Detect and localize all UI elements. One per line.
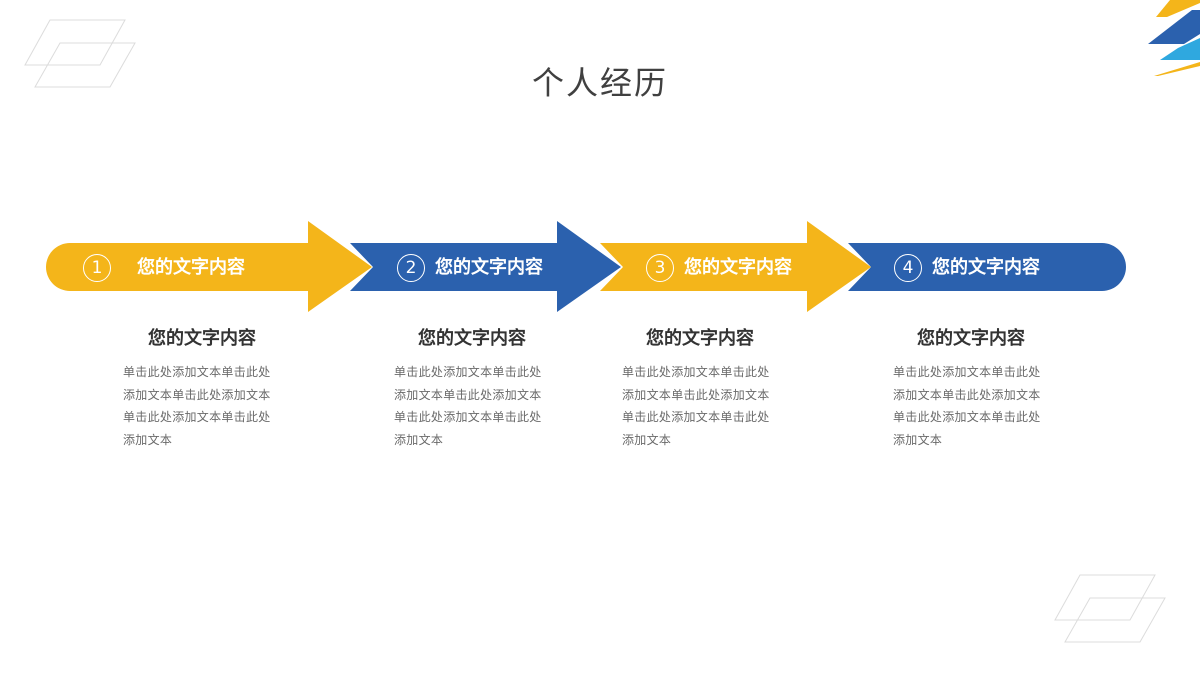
step-4-label-text: 您的文字内容 — [932, 257, 1040, 278]
step-1-number-circle: 1 — [83, 254, 111, 282]
step-1-desc-line: 单击此处添加文本单击此处 — [123, 365, 271, 379]
step-3-description: 单击此处添加文本单击此处 添加文本单击此处添加文本 单击此处添加文本单击此处 添… — [622, 361, 782, 451]
step-3-desc-line: 添加文本单击此处添加文本 — [622, 387, 770, 402]
step-3-desc-line: 添加文本 — [622, 432, 672, 447]
arrow-step-3 — [600, 221, 871, 312]
step-2-label-text: 您的文字内容 — [435, 257, 543, 278]
step-3-heading: 您的文字内容 — [646, 328, 754, 349]
step-1-heading: 您的文字内容 — [148, 328, 256, 349]
step-4-desc-line: 单击此处添加文本单击此处 — [893, 365, 1041, 379]
step-2-desc-line: 单击此处添加文本单击此处 — [394, 365, 542, 379]
step-2-description: 单击此处添加文本单击此处 添加文本单击此处添加文本 单击此处添加文本单击此处 添… — [394, 361, 554, 451]
step-4-desc-line: 单击此处添加文本单击此处 — [893, 410, 1041, 424]
step-3-desc-line: 单击此处添加文本单击此处 — [622, 410, 770, 424]
step-3-label: 3 您的文字内容 — [646, 253, 792, 283]
step-4-desc-line: 添加文本单击此处添加文本 — [893, 387, 1041, 402]
step-1-desc-line: 添加文本单击此处添加文本 — [123, 387, 271, 402]
step-1-desc-line: 单击此处添加文本单击此处 — [123, 410, 271, 424]
step-4-heading: 您的文字内容 — [917, 328, 1025, 349]
arrow-step-1 — [46, 221, 372, 312]
decor-top-right-stripes — [1148, 0, 1200, 76]
step-2-label: 2 您的文字内容 — [397, 253, 543, 283]
decor-bottom-right-parallelograms — [1054, 574, 1166, 643]
step-2-desc-line: 单击此处添加文本单击此处 — [394, 410, 542, 424]
step-3-desc-line: 单击此处添加文本单击此处 — [622, 365, 770, 379]
step-1-label-text: 您的文字内容 — [137, 257, 245, 278]
step-2-desc-line: 添加文本 — [394, 432, 444, 447]
step-1-label: 1 您的文字内容 — [83, 253, 245, 283]
decor-top-left-parallelograms — [24, 19, 136, 88]
page-title: 个人经历 — [531, 64, 668, 102]
step-4-number-circle: 4 — [894, 254, 922, 282]
step-1-description: 单击此处添加文本单击此处 添加文本单击此处添加文本 单击此处添加文本单击此处 添… — [123, 361, 283, 451]
arrow-step-4 — [848, 243, 1126, 291]
step-2-desc-line: 添加文本单击此处添加文本 — [394, 387, 542, 402]
step-3-number-circle: 3 — [646, 254, 674, 282]
step-4-desc-line: 添加文本 — [893, 432, 943, 447]
arrow-step-2 — [350, 221, 621, 312]
step-4-label: 4 您的文字内容 — [894, 253, 1040, 283]
step-4-description: 单击此处添加文本单击此处 添加文本单击此处添加文本 单击此处添加文本单击此处 添… — [893, 361, 1053, 451]
step-1-desc-line: 添加文本 — [123, 432, 173, 447]
step-3-label-text: 您的文字内容 — [684, 257, 792, 278]
step-2-number-circle: 2 — [397, 254, 425, 282]
step-2-heading: 您的文字内容 — [418, 328, 526, 349]
